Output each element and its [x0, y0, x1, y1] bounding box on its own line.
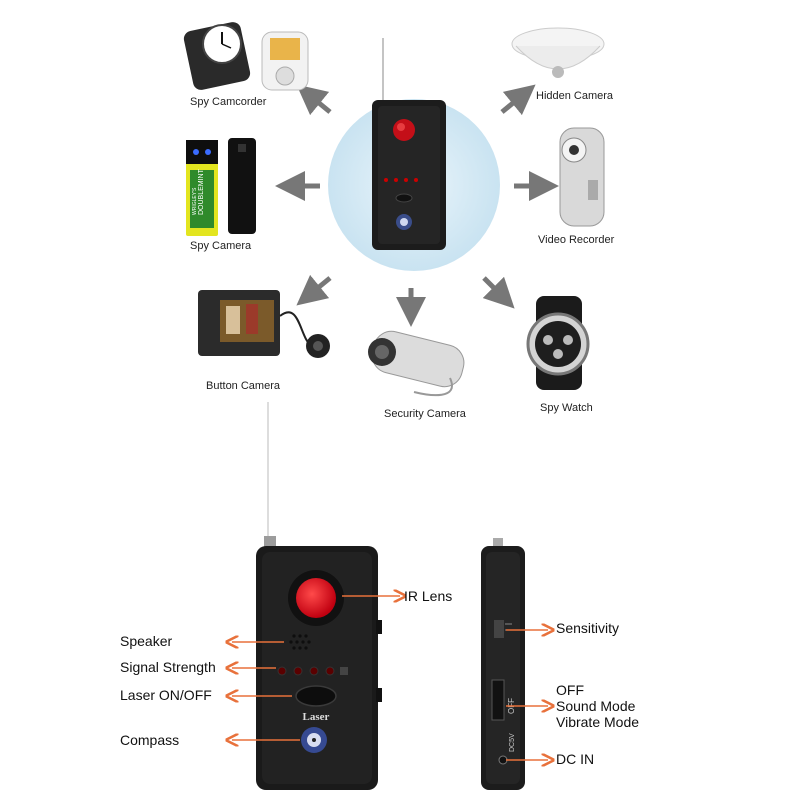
callout-dc-in: DC IN	[556, 751, 595, 767]
callout-sensitivity: Sensitivity	[556, 620, 620, 636]
video-recorder-image	[559, 127, 605, 227]
compass-dial	[301, 727, 327, 753]
side-dc-text: DC5V	[509, 733, 516, 752]
gum-maker-text: WRIGLEY'S	[192, 187, 198, 215]
label-video-recorder: Video Recorder	[538, 234, 615, 246]
ir-lens	[288, 570, 344, 626]
callout-laser-on-off: Laser ON/OFF	[120, 687, 212, 703]
label-spy-watch: Spy Watch	[540, 402, 593, 414]
button-camera-image	[198, 290, 330, 358]
callout-compass: Compass	[120, 732, 180, 748]
callout-off: OFF	[556, 682, 584, 698]
callout-ir-lens: IR Lens	[404, 588, 453, 604]
spy-camcorder-image	[183, 22, 309, 91]
callout-signal-strength: Signal Strength	[120, 659, 216, 675]
hidden-camera-image	[511, 27, 605, 78]
label-spy-camera: Spy Camera	[190, 240, 252, 252]
laser-engraving: Laser	[303, 711, 330, 723]
spy-watch-image	[526, 296, 590, 390]
radial-arrows	[275, 84, 559, 327]
spy-camera-image	[186, 138, 256, 236]
laser-button	[295, 685, 337, 707]
label-button-camera: Button Camera	[206, 380, 280, 392]
signal-strength-leds	[277, 666, 348, 676]
speaker-grille	[289, 634, 311, 650]
front-callout-arrows	[232, 596, 400, 740]
callout-sound-mode: Sound Mode	[556, 698, 636, 714]
gum-brand-text: DOUBLEMINT	[198, 168, 205, 215]
detector-side-view	[481, 492, 525, 790]
security-camera-image	[368, 330, 465, 397]
side-callout-arrows	[506, 630, 548, 760]
label-security-camera: Security Camera	[384, 408, 466, 420]
label-hidden-camera: Hidden Camera	[536, 90, 614, 102]
callout-speaker: Speaker	[120, 633, 173, 649]
central-detector-halo	[328, 38, 500, 271]
callout-vibrate-mode: Vibrate Mode	[556, 714, 640, 730]
label-spy-camcorder: Spy Camcorder	[190, 96, 267, 108]
